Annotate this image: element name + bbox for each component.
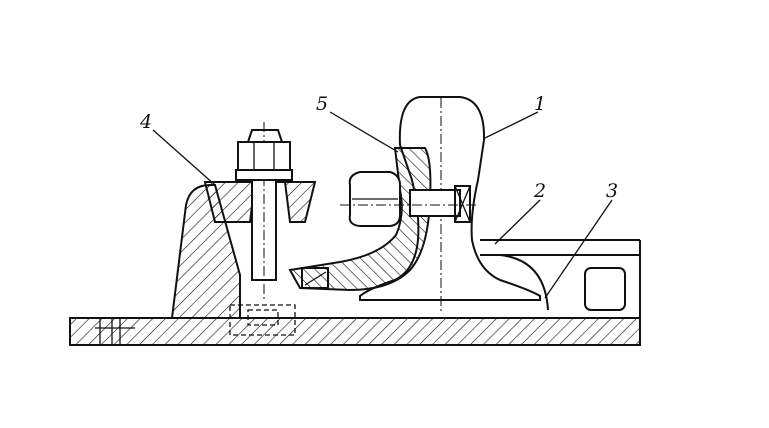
callout-1: 1 xyxy=(534,93,546,115)
callout-4: 4 xyxy=(139,111,152,133)
callout-3: 3 xyxy=(606,180,618,202)
channel-hole xyxy=(584,267,626,311)
leader-lines xyxy=(152,111,613,299)
horizontal-bolt xyxy=(340,171,478,227)
bolt-slot xyxy=(229,304,296,336)
callout-5: 5 xyxy=(316,93,328,115)
callout-2: 2 xyxy=(533,180,546,202)
base-plate xyxy=(69,184,641,346)
bolt-block xyxy=(203,122,317,300)
